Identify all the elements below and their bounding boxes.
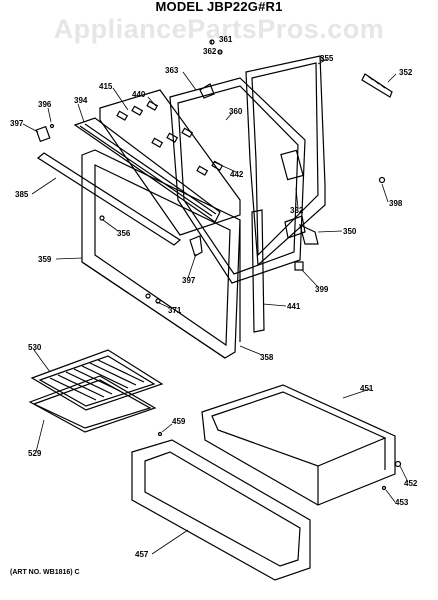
part-label: 356 (117, 229, 131, 238)
part-label: 399 (315, 285, 329, 294)
part-label: 530 (28, 343, 42, 352)
part-label: 362 (203, 47, 217, 56)
door-frame (81, 149, 241, 359)
outer-door-panel (245, 55, 326, 267)
part-label: 441 (287, 302, 301, 311)
door-bottom-bar (36, 152, 182, 246)
part-label: 359 (38, 255, 52, 264)
part-label: 371 (168, 306, 182, 315)
part-label: 355 (320, 54, 334, 63)
part-label: 332 (290, 206, 304, 215)
part-label: 442 (230, 170, 244, 179)
part-label: 398 (389, 199, 403, 208)
part-label: 440 (132, 90, 146, 99)
part-label: 363 (165, 66, 179, 75)
part-label: 459 (172, 417, 186, 426)
part-label: 360 (229, 107, 243, 116)
drawer-front (131, 439, 311, 581)
part-label: 452 (404, 479, 418, 488)
part-label: 396 (38, 100, 52, 109)
vent-trim (73, 117, 221, 223)
part-label: 361 (219, 35, 233, 44)
door-handle (361, 73, 393, 98)
part-label: 529 (28, 449, 42, 458)
hinge-parts (35, 39, 386, 304)
model-title: MODEL JBP22G#R1 (155, 0, 283, 14)
side-strip (251, 209, 265, 333)
part-label: 415 (99, 82, 113, 91)
leader-lines (22, 39, 409, 555)
part-label: 350 (343, 227, 357, 236)
part-label: 457 (135, 550, 149, 559)
part-labels: 361 362 355 352 363 415 440 360 396 394 … (10, 35, 418, 559)
part-label: 394 (74, 96, 88, 105)
drawer-hardware (157, 431, 402, 491)
part-label: 352 (399, 68, 413, 77)
part-label: 397 (182, 276, 196, 285)
part-label: 385 (15, 190, 29, 199)
part-label: 451 (360, 384, 374, 393)
broiler-pan (28, 349, 164, 433)
part-label: 358 (260, 353, 274, 362)
storage-drawer (201, 384, 396, 506)
art-number: (ART NO. WB1816) C (10, 569, 80, 576)
part-label: 397 (10, 119, 24, 128)
part-label: 453 (395, 498, 409, 507)
watermark: AppliancePartsPros.com (53, 14, 385, 44)
